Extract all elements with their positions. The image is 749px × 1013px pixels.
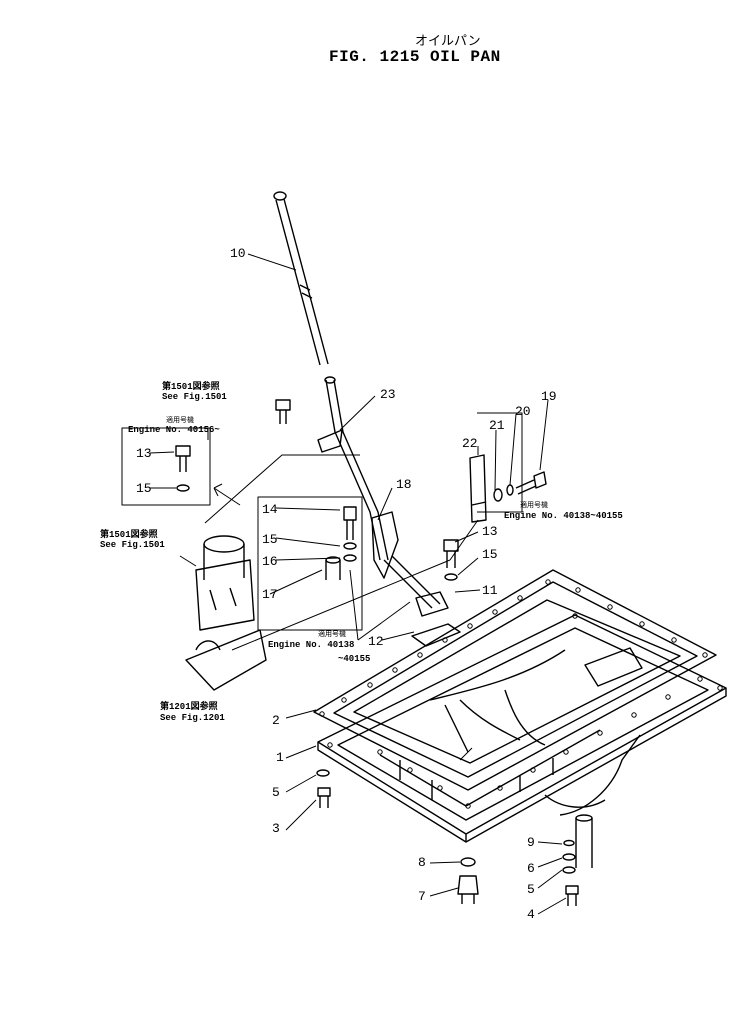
part-label-11: 11 bbox=[482, 583, 498, 598]
part-label-15-left: 15 bbox=[136, 481, 152, 496]
inset-box-center bbox=[257, 496, 363, 631]
washer-15-center bbox=[343, 542, 357, 550]
bracket-22 bbox=[469, 454, 487, 523]
part-label-14: 14 bbox=[262, 502, 278, 517]
applicability-40138-center-jp: 適用号機 bbox=[318, 629, 346, 638]
reference-notes: 第1501図参照 See Fig.1501 適用号機 Engine No. 40… bbox=[100, 380, 623, 723]
bolt-13-left bbox=[175, 445, 191, 472]
part-label-20: 20 bbox=[515, 404, 531, 419]
part-label-8: 8 bbox=[418, 855, 426, 870]
oil-pump bbox=[185, 629, 267, 691]
washer-16 bbox=[343, 554, 357, 562]
oil-pan-gasket bbox=[313, 569, 717, 791]
ref-fig1201-en: See Fig.1201 bbox=[160, 713, 225, 723]
clip-bracket bbox=[317, 429, 343, 453]
bolt-fig1501 bbox=[275, 399, 291, 424]
part-label-3: 3 bbox=[272, 821, 280, 836]
washer-15-left bbox=[176, 484, 190, 492]
bolt-13-right bbox=[443, 539, 459, 568]
ref-fig1501-left-jp: 第1501図参照 bbox=[100, 528, 158, 540]
tube-gasket bbox=[411, 623, 461, 647]
part-label-6: 6 bbox=[527, 861, 535, 876]
figure-title-japanese: オイルパン bbox=[415, 34, 481, 49]
part-label-5-right: 5 bbox=[527, 882, 535, 897]
washer-5-left bbox=[316, 769, 330, 777]
part-label-19: 19 bbox=[541, 389, 557, 404]
part-label-9: 9 bbox=[527, 835, 535, 850]
ref-fig1501-top-en: See Fig.1501 bbox=[162, 392, 227, 402]
applicability-40156-en: Engine No. 40156~ bbox=[128, 425, 220, 435]
part-label-4: 4 bbox=[527, 907, 535, 922]
bolt-19 bbox=[515, 471, 547, 495]
ref-fig1201-jp: 第1201図参照 bbox=[160, 700, 218, 712]
washer-15-right bbox=[444, 573, 458, 581]
part-label-18: 18 bbox=[396, 477, 412, 492]
part-label-23: 23 bbox=[380, 387, 396, 402]
washer-9 bbox=[563, 839, 575, 847]
part-numbers: 10 23 18 19 20 21 22 13 15 11 12 14 15 1… bbox=[136, 246, 557, 922]
part-label-1: 1 bbox=[276, 750, 284, 765]
part-label-2: 2 bbox=[272, 713, 280, 728]
part-label-13-left: 13 bbox=[136, 446, 152, 461]
drain-gasket bbox=[460, 857, 476, 867]
dipstick-guide-pipe bbox=[324, 376, 449, 617]
leader-lines bbox=[149, 253, 567, 915]
flange-bolt-holes bbox=[319, 579, 723, 809]
bolt-4 bbox=[565, 885, 579, 906]
ref-fig1501-left-en: See Fig.1501 bbox=[100, 540, 165, 550]
applicability-40138-right-en: Engine No. 40138~40155 bbox=[504, 511, 623, 521]
figure-title: FIG. 1215 OIL PAN bbox=[329, 48, 501, 66]
part-label-17: 17 bbox=[262, 587, 278, 602]
applicability-40138-center-en2: ~40155 bbox=[338, 654, 370, 664]
filter-housing bbox=[195, 535, 255, 631]
applicability-40156-jp: 適用号機 bbox=[166, 415, 194, 424]
bolt-14 bbox=[343, 506, 357, 540]
spacer-17 bbox=[325, 556, 341, 580]
part-label-16: 16 bbox=[262, 554, 278, 569]
drain-pipe bbox=[575, 814, 593, 868]
applicability-40138-right-jp: 適用号機 bbox=[520, 500, 548, 509]
part-label-22: 22 bbox=[462, 436, 478, 451]
drain-plug bbox=[457, 875, 479, 904]
part-label-7: 7 bbox=[418, 889, 426, 904]
part-label-5-left: 5 bbox=[272, 785, 280, 800]
dipstick bbox=[273, 191, 329, 366]
part-label-13-right: 13 bbox=[482, 524, 498, 539]
washer-20 bbox=[506, 484, 514, 496]
part-label-12: 12 bbox=[368, 634, 384, 649]
inset-box-left bbox=[121, 427, 211, 506]
applicability-40138-center-en: Engine No. 40138 bbox=[268, 640, 354, 650]
washer-6 bbox=[562, 853, 576, 861]
part-label-15-right: 15 bbox=[482, 547, 498, 562]
washer-5-right bbox=[562, 866, 576, 874]
arrow-to-filter bbox=[213, 483, 241, 506]
ref-fig1501-top-jp: 第1501図参照 bbox=[162, 380, 220, 392]
bolt-3 bbox=[317, 787, 331, 808]
nut-21 bbox=[493, 488, 503, 502]
part-label-10: 10 bbox=[230, 246, 246, 261]
part-label-21: 21 bbox=[489, 418, 505, 433]
inset-box-right bbox=[477, 412, 523, 513]
part-label-15-center: 15 bbox=[262, 532, 278, 547]
